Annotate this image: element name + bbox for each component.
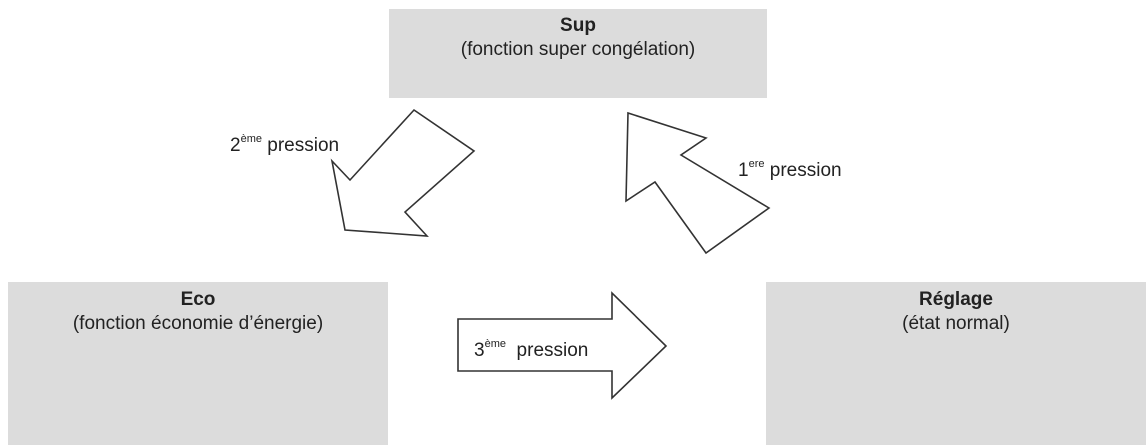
second-press-ordinal: 2 (230, 135, 241, 156)
eco-subtitle: (fonction économie d’énergie) (72, 313, 324, 334)
arrow-third-press (457, 291, 668, 400)
second-press-suffix: ème (240, 133, 262, 145)
second-press-label: 2ème pression (230, 133, 340, 157)
first-press-label: 1ere pression (738, 158, 842, 182)
reglage-subtitle: (état normal) (902, 313, 1010, 334)
sup-state-box: Sup (fonction super congélation) (389, 9, 767, 98)
arrow-first-press (625, 111, 771, 255)
third-press-word: pression (516, 340, 589, 361)
third-press-ordinal: 3 (474, 340, 485, 361)
reglage-title: Réglage (919, 289, 993, 310)
first-press-word: pression (769, 160, 842, 181)
third-press-suffix: ème (484, 338, 506, 350)
arrow-second-press (330, 108, 476, 237)
sup-subtitle: (fonction super congélation) (460, 39, 696, 60)
eco-title: Eco (180, 289, 216, 310)
first-press-suffix: ere (748, 158, 765, 170)
reglage-state-box: Réglage (état normal) (766, 282, 1146, 445)
first-press-ordinal: 1 (738, 160, 749, 181)
second-press-word: pression (267, 135, 340, 156)
third-press-label: 3ème pression (474, 338, 589, 362)
eco-state-box: Eco (fonction économie d’énergie) (8, 282, 388, 445)
sup-title: Sup (560, 15, 596, 36)
